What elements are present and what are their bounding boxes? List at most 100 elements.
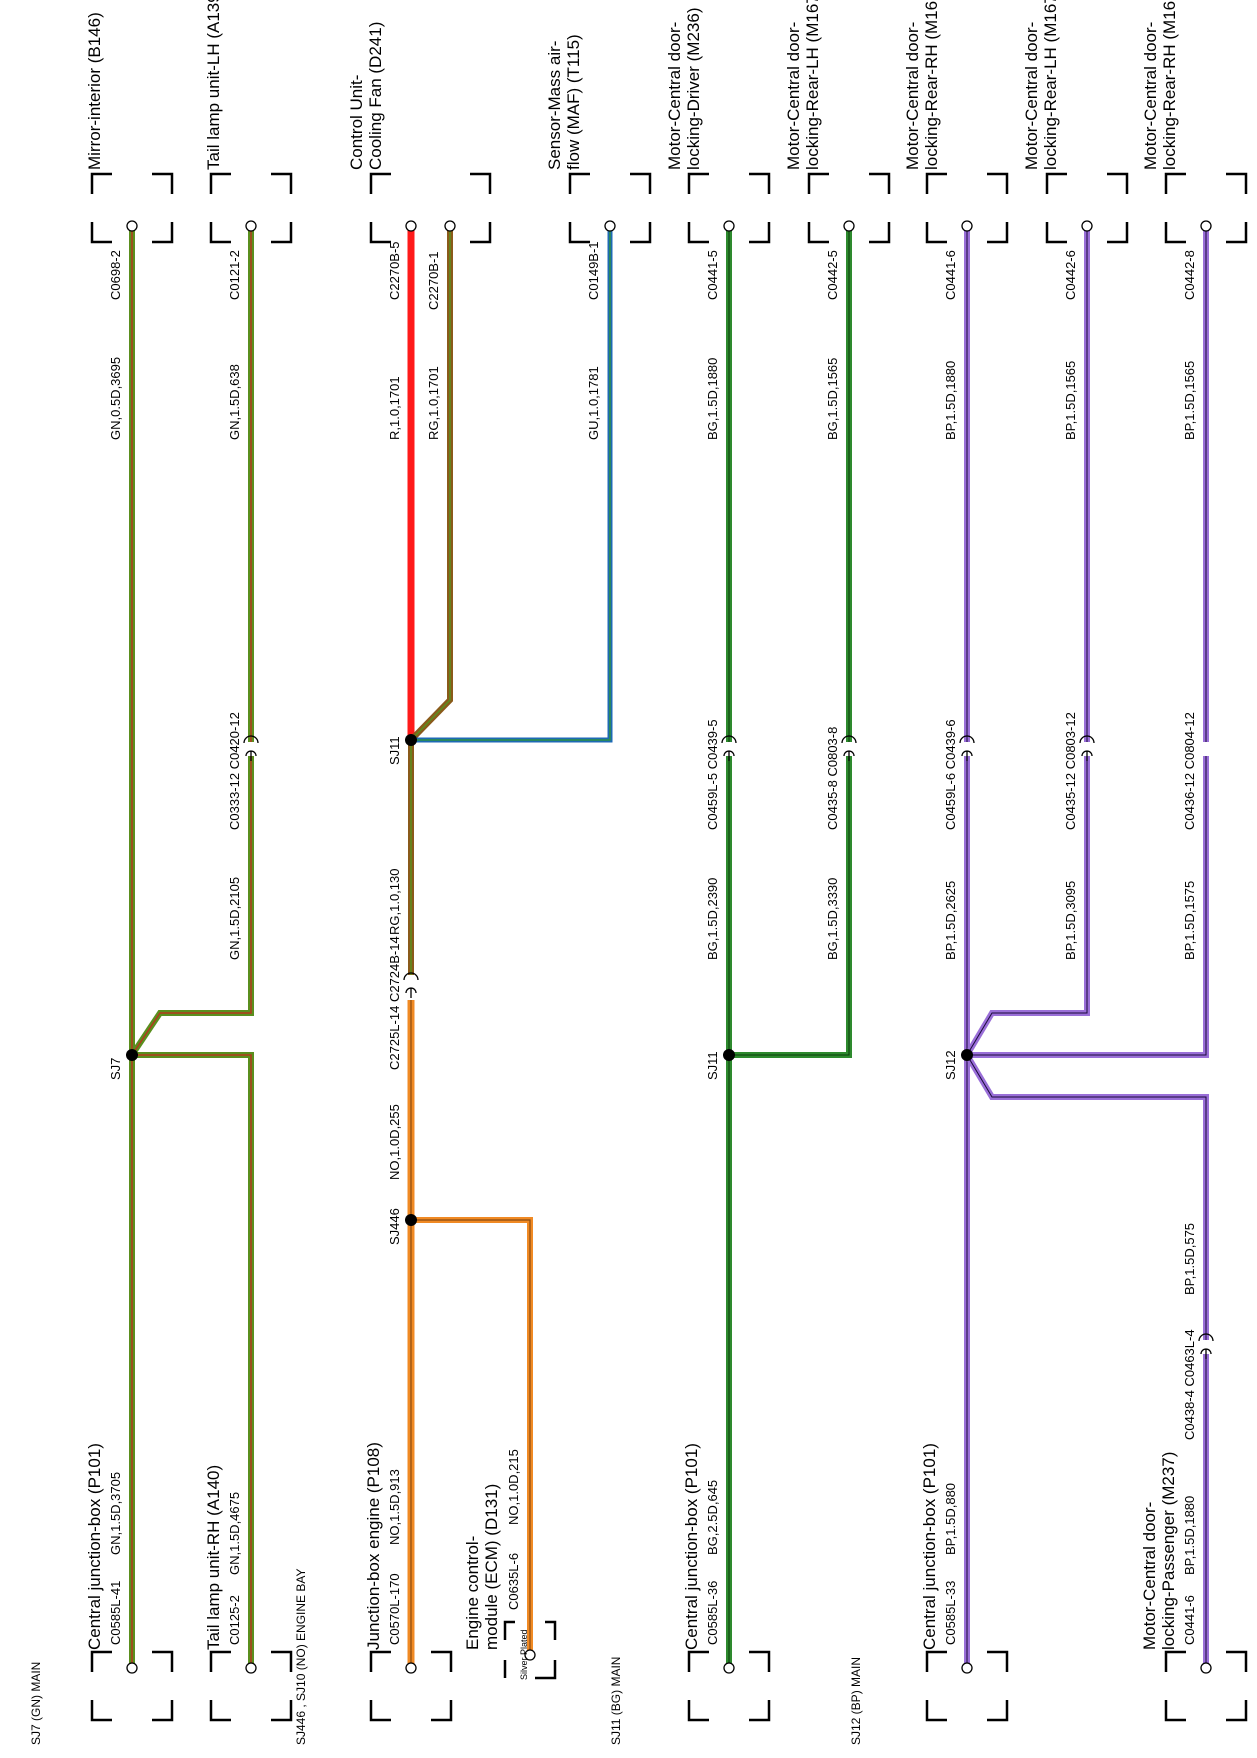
wire-label-rg130: RG,1.0,130 [387, 869, 402, 936]
comp-m167a-line2: locking-Rear-LH (M167) [803, 0, 822, 170]
box-cu-fan[interactable] [369, 172, 492, 244]
box-tail-rh[interactable] [209, 1650, 293, 1722]
wire-group-sj12 [964, 228, 1209, 1668]
conn-c0585l33: C0585L-33 [943, 1581, 958, 1645]
conn-c0435-8: C0435-8 C0803-8 [825, 727, 840, 830]
wire-group-sj7 [129, 228, 254, 1668]
wire-label-gn4675: GN,1.5D,4675 [227, 1492, 242, 1575]
conn-c2270b5: C2270B-5 [387, 241, 402, 300]
conn-c0149b1: C0149B-1 [586, 241, 601, 300]
wire-gn-tail-lh-core [131, 228, 252, 1056]
wire-label-bp1575: BP,1.5D,1575 [1182, 881, 1197, 960]
box-m166a[interactable] [925, 172, 1009, 244]
wire-label-bp1880-top: BP,1.5D,1880 [943, 361, 958, 440]
wire-label-gu1781: GU,1.0,1781 [586, 366, 601, 440]
splice-sj11-top-dot[interactable] [405, 734, 417, 746]
wire-label-bp2625: BP,1.5D,2625 [943, 881, 958, 960]
comp-m237-line2: locking-Passenger (M237) [1159, 1452, 1178, 1650]
wire-group-sj446 [407, 228, 613, 1668]
conn-c0459-6: C0459L-6 C0439-6 [943, 719, 958, 830]
wire-label-gn2105: GN,1.5D,2105 [227, 877, 242, 960]
wire-label-rg1701: RG,1.0,1701 [426, 366, 441, 440]
box-cjb3[interactable] [925, 1650, 1009, 1722]
conn-c0333: C0333-12 C0420-12 [227, 712, 242, 830]
section-sj446: SJ446 , SJ10 (NO) ENGINE BAY [294, 1568, 308, 1745]
box-cjb2[interactable] [687, 1650, 771, 1722]
wire-bp-rear-lh-core [966, 228, 1088, 1056]
box-m237[interactable] [1164, 1650, 1248, 1722]
comp-tail-rh: Tail lamp unit-RH (A140) [204, 1465, 223, 1650]
section-sj7: SJ7 (GN) MAIN [29, 1662, 43, 1745]
conn-c0459-5: C0459L-5 C0439-5 [705, 719, 720, 830]
conn-c0442-6: C0442-6 [1063, 250, 1078, 300]
splice-sj11-bg: SJ11 [705, 1051, 720, 1080]
wire-label-no913: NO,1.5D,913 [387, 1469, 402, 1545]
conn-c0698-2: C0698-2 [108, 250, 123, 300]
wire-label-bg2390: BG,1.5D,2390 [705, 878, 720, 960]
splice-points [126, 734, 973, 1226]
splice-sj11-top: SJ11 [387, 736, 402, 765]
box-ecm[interactable] [503, 1620, 557, 1680]
splice-sj446-dot[interactable] [405, 1214, 417, 1226]
wire-bp-passenger-core [966, 1054, 1207, 1668]
wire-label-bp1565-a: BP,1.5D,1565 [1063, 361, 1078, 440]
connector-gaps [240, 742, 1217, 1354]
box-m167a[interactable] [807, 172, 891, 244]
wire-label-bg1880: BG,1.5D,1880 [705, 358, 720, 440]
box-tail-lh[interactable] [209, 172, 293, 244]
wire-label-gn3705: GN,1.5D,3705 [108, 1472, 123, 1555]
comp-m166b-line2: locking-Rear-RH (M166) [1160, 0, 1179, 170]
box-maf[interactable] [568, 172, 652, 244]
splice-sj11-bg-dot[interactable] [723, 1049, 735, 1061]
wire-label-no255: NO,1.0D,255 [387, 1104, 402, 1180]
comp-m167b-line1: Motor-Central door- [1022, 22, 1041, 170]
box-cjb1[interactable] [90, 1650, 174, 1722]
comp-tail-lh: Tail lamp unit-LH (A139) [204, 0, 223, 170]
inline-connector-icon[interactable] [721, 735, 737, 761]
box-m167b[interactable] [1045, 172, 1129, 244]
wire-gn-tail-rh-core [132, 1054, 252, 1668]
comp-maf-line2: flow (MAF) (T115) [564, 34, 583, 170]
comp-ecm-line1: Engine control- [463, 1536, 482, 1650]
wire-label-gn3695: GN,0.5D,3695 [108, 357, 123, 440]
wire-label-bg3330: BG,1.5D,3330 [825, 878, 840, 960]
wire-label-gn638: GN,1.5D,638 [227, 364, 242, 440]
comp-ecm-line2: module (ECM) (D131) [482, 1484, 501, 1650]
splice-sj7-dot[interactable] [126, 1049, 138, 1061]
wire-label-bg645: BG,2.5D,645 [705, 1480, 720, 1555]
comp-m166a-line2: locking-Rear-RH (M166) [922, 0, 941, 170]
box-m166b[interactable] [1164, 172, 1248, 244]
comp-m236-line2: locking-Driver (M236) [684, 8, 703, 170]
inline-connector-icon[interactable] [841, 735, 857, 761]
wire-no-ecm-core [411, 1219, 531, 1655]
inline-connector-icon[interactable] [243, 735, 259, 761]
wire-bg-rear-lh-core [729, 228, 850, 1056]
conn-c0125-2: C0125-2 [227, 1595, 242, 1645]
box-jb-engine[interactable] [369, 1650, 453, 1722]
box-mirror[interactable] [90, 172, 174, 244]
conn-c0435-12: C0435-12 C0803-12 [1063, 712, 1078, 830]
comp-m236-line1: Motor-Central door- [665, 22, 684, 170]
conn-c0585l36: C0585L-36 [705, 1581, 720, 1645]
comp-m237-line1: Motor-Central door- [1140, 1502, 1159, 1650]
section-sj12: SJ12 (BP) MAIN [849, 1657, 863, 1745]
labels: SJ7 (GN) MAIN SJ446 , SJ10 (NO) ENGINE B… [29, 0, 1197, 1745]
comp-maf-line1: Sensor-Mass air- [545, 41, 564, 170]
splice-sj12-dot[interactable] [961, 1049, 973, 1061]
wire-gn-tail-rh[interactable] [132, 1052, 254, 1668]
inline-connectors [243, 735, 1214, 1359]
splice-sj7: SJ7 [108, 1058, 123, 1080]
conn-c2270b1: C2270B-1 [426, 251, 441, 310]
comp-cjb1: Central junction-box (P101) [85, 1443, 104, 1650]
conn-c0585l41: C0585L-41 [108, 1581, 123, 1645]
box-m236[interactable] [687, 172, 771, 244]
inline-connector-icon[interactable] [959, 735, 975, 761]
wire-group-sj11 [726, 228, 852, 1668]
inline-connector-icon[interactable] [403, 972, 419, 998]
conn-c0442-5: C0442-5 [825, 250, 840, 300]
comp-silver-plated: Silver Plated [519, 1629, 529, 1680]
conn-c0570l170: C0570L-170 [387, 1573, 402, 1645]
inline-connector-icon[interactable] [1198, 1333, 1214, 1359]
inline-connector-icon[interactable] [1079, 735, 1095, 761]
pin-circles [126, 220, 1212, 1674]
